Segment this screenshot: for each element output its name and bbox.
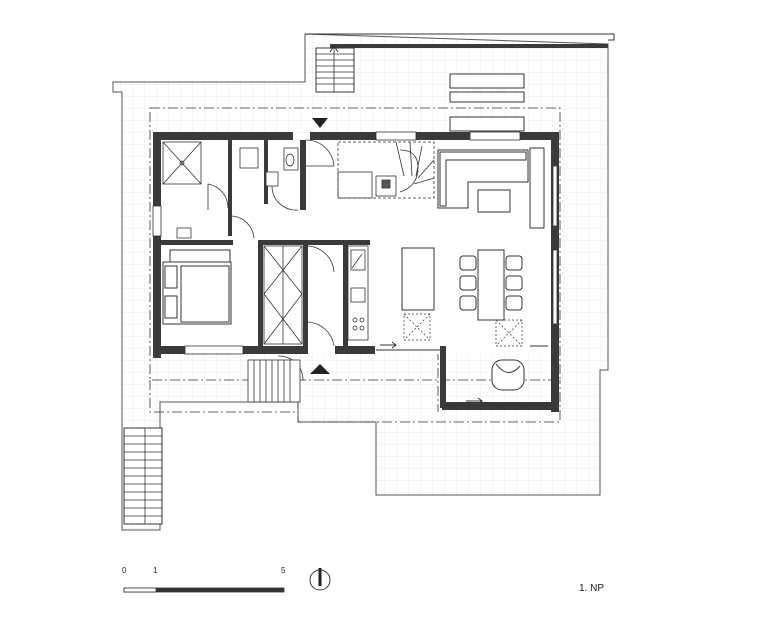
scale-bar: 0 1 5 [122, 566, 286, 593]
floor-label: 1. NP [579, 583, 604, 594]
interior-staircase [337, 141, 435, 199]
bathroom-fixtures [176, 147, 299, 239]
windows [152, 131, 558, 355]
stools [403, 313, 523, 347]
sliding-doors [376, 341, 548, 407]
scale-tick-5: 5 [281, 566, 286, 575]
sunbeds [449, 73, 525, 132]
entrance-marker-main-icon [310, 364, 330, 374]
scale-tick-1: 1 [153, 566, 158, 575]
wardrobe [263, 245, 303, 345]
bed [162, 249, 232, 325]
sofa [437, 147, 545, 229]
upper-stair [315, 45, 355, 93]
upper-terrace-edge [305, 33, 615, 48]
shower [162, 141, 202, 185]
north-arrow-icon [309, 568, 331, 591]
kitchen-counter [347, 245, 369, 341]
doors [207, 139, 335, 381]
scale-tick-0: 0 [122, 566, 127, 575]
lower-left-stair [123, 427, 163, 525]
dining [401, 247, 523, 321]
entrance-stair [247, 359, 301, 403]
entrance-marker-top-icon [312, 118, 328, 128]
armchair [491, 359, 525, 391]
stair-up-arrow-icon [329, 45, 339, 53]
